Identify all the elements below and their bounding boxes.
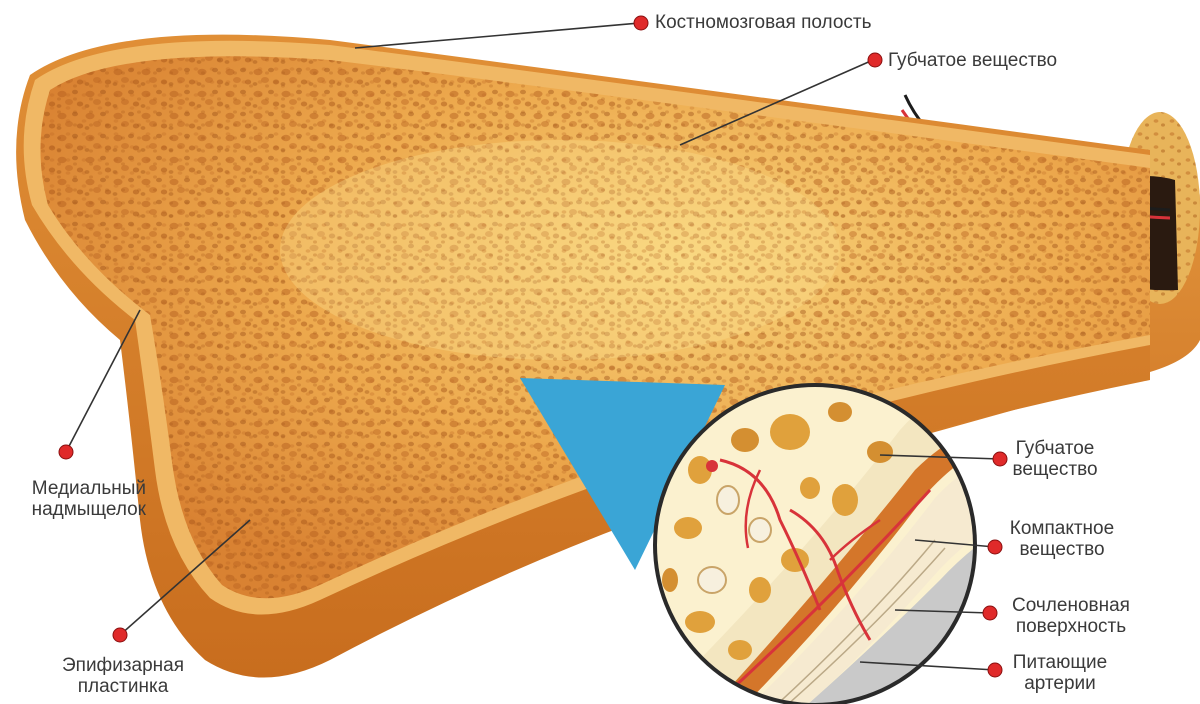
label-marrow-cavity: Костномозговая полость — [655, 12, 872, 33]
dot-spongy-top — [868, 53, 882, 67]
dot-articular-surface — [983, 606, 997, 620]
magnified-inset — [655, 380, 1000, 704]
label-epiphyseal-plate: Эпифизарная пластинка — [38, 655, 208, 697]
label-spongy-substance-top: Губчатое вещество — [888, 50, 1057, 71]
label-spongy-substance-inset: Губчатое вещество — [1000, 438, 1110, 480]
label-articular-surface: Сочленовная поверхность — [1000, 595, 1142, 637]
label-medial-epicondyle: Медиальный надмыщелок — [6, 478, 146, 520]
label-nutrient-arteries: Питающие артерии — [1000, 652, 1120, 694]
label-compact-substance: Компактное вещество — [995, 518, 1129, 560]
dot-epiphyseal-plate — [113, 628, 127, 642]
dot-medial-epicondyle — [59, 445, 73, 459]
dot-marrow-cavity — [634, 16, 648, 30]
